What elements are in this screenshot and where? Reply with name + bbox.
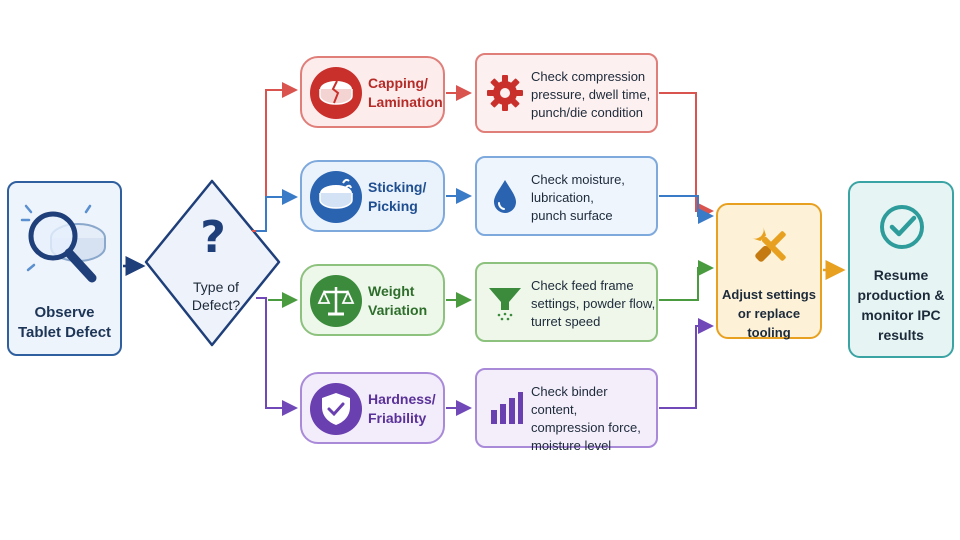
- arrow-to-hardness: [256, 297, 298, 416]
- defect-hardness: Hardness/Friability: [300, 372, 445, 444]
- question-mark-icon: ?: [200, 212, 226, 263]
- check-circle-icon: [880, 205, 924, 249]
- bar-chart-icon: [491, 392, 523, 424]
- wrench-screwdriver-icon: [751, 226, 786, 262]
- decision-diamond: [144, 179, 281, 347]
- shield-check-icon: [310, 383, 362, 435]
- defect-sticking-label: Sticking/Picking: [368, 179, 427, 214]
- balance-scale-icon: [310, 275, 362, 327]
- arrow-check3-to-adjust: [659, 260, 714, 301]
- sticky-tablet-icon: [310, 171, 362, 223]
- arrow-to-capping: [252, 82, 298, 232]
- check-sticking-text: Check moisture,lubrication,punch surface: [531, 172, 625, 223]
- defect-hardness-label: Hardness/Friability: [368, 391, 436, 426]
- arrow-check4-to-adjust: [659, 318, 714, 409]
- arrow-check2-to-adjust: [659, 195, 714, 224]
- gear-icon: [487, 75, 523, 111]
- defect-sticking: Sticking/Picking: [300, 160, 445, 232]
- check-sticking: Check moisture,lubrication,punch surface: [475, 156, 658, 236]
- defect-capping-label: Capping/Lamination: [368, 75, 443, 110]
- water-drop-icon: [494, 180, 516, 213]
- check-hardness: Check binder content,compression force,m…: [475, 368, 658, 453]
- defect-capping: Capping/Lamination: [300, 56, 445, 128]
- magnifier-tablet-icon: [20, 204, 106, 283]
- arrow-check1-to-adjust: [659, 92, 714, 219]
- check-hardness-text: Check binder content,compression force,m…: [531, 384, 641, 453]
- funnel-icon: [489, 288, 521, 321]
- arrow-to-sticking: [256, 189, 298, 232]
- cracked-tablet-icon: [310, 67, 362, 119]
